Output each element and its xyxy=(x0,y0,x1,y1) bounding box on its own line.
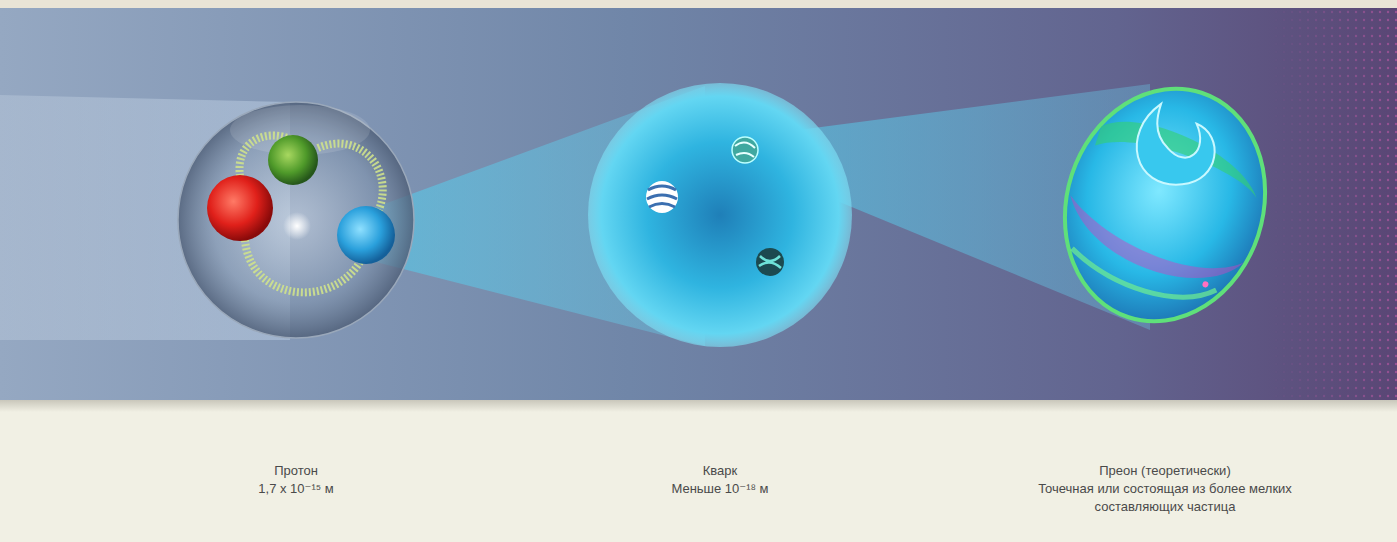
particle-name: Преон (теоретически) xyxy=(1035,462,1295,480)
particle-size: 1,7 x 10⁻¹⁵ м xyxy=(166,480,426,498)
particle-description: Точечная или состоящая из более мелких с… xyxy=(1035,480,1295,516)
particle-name: Протон xyxy=(166,462,426,480)
particle-size: Меньше 10⁻¹⁸ м xyxy=(590,480,850,498)
particle-name: Кварк xyxy=(590,462,850,480)
